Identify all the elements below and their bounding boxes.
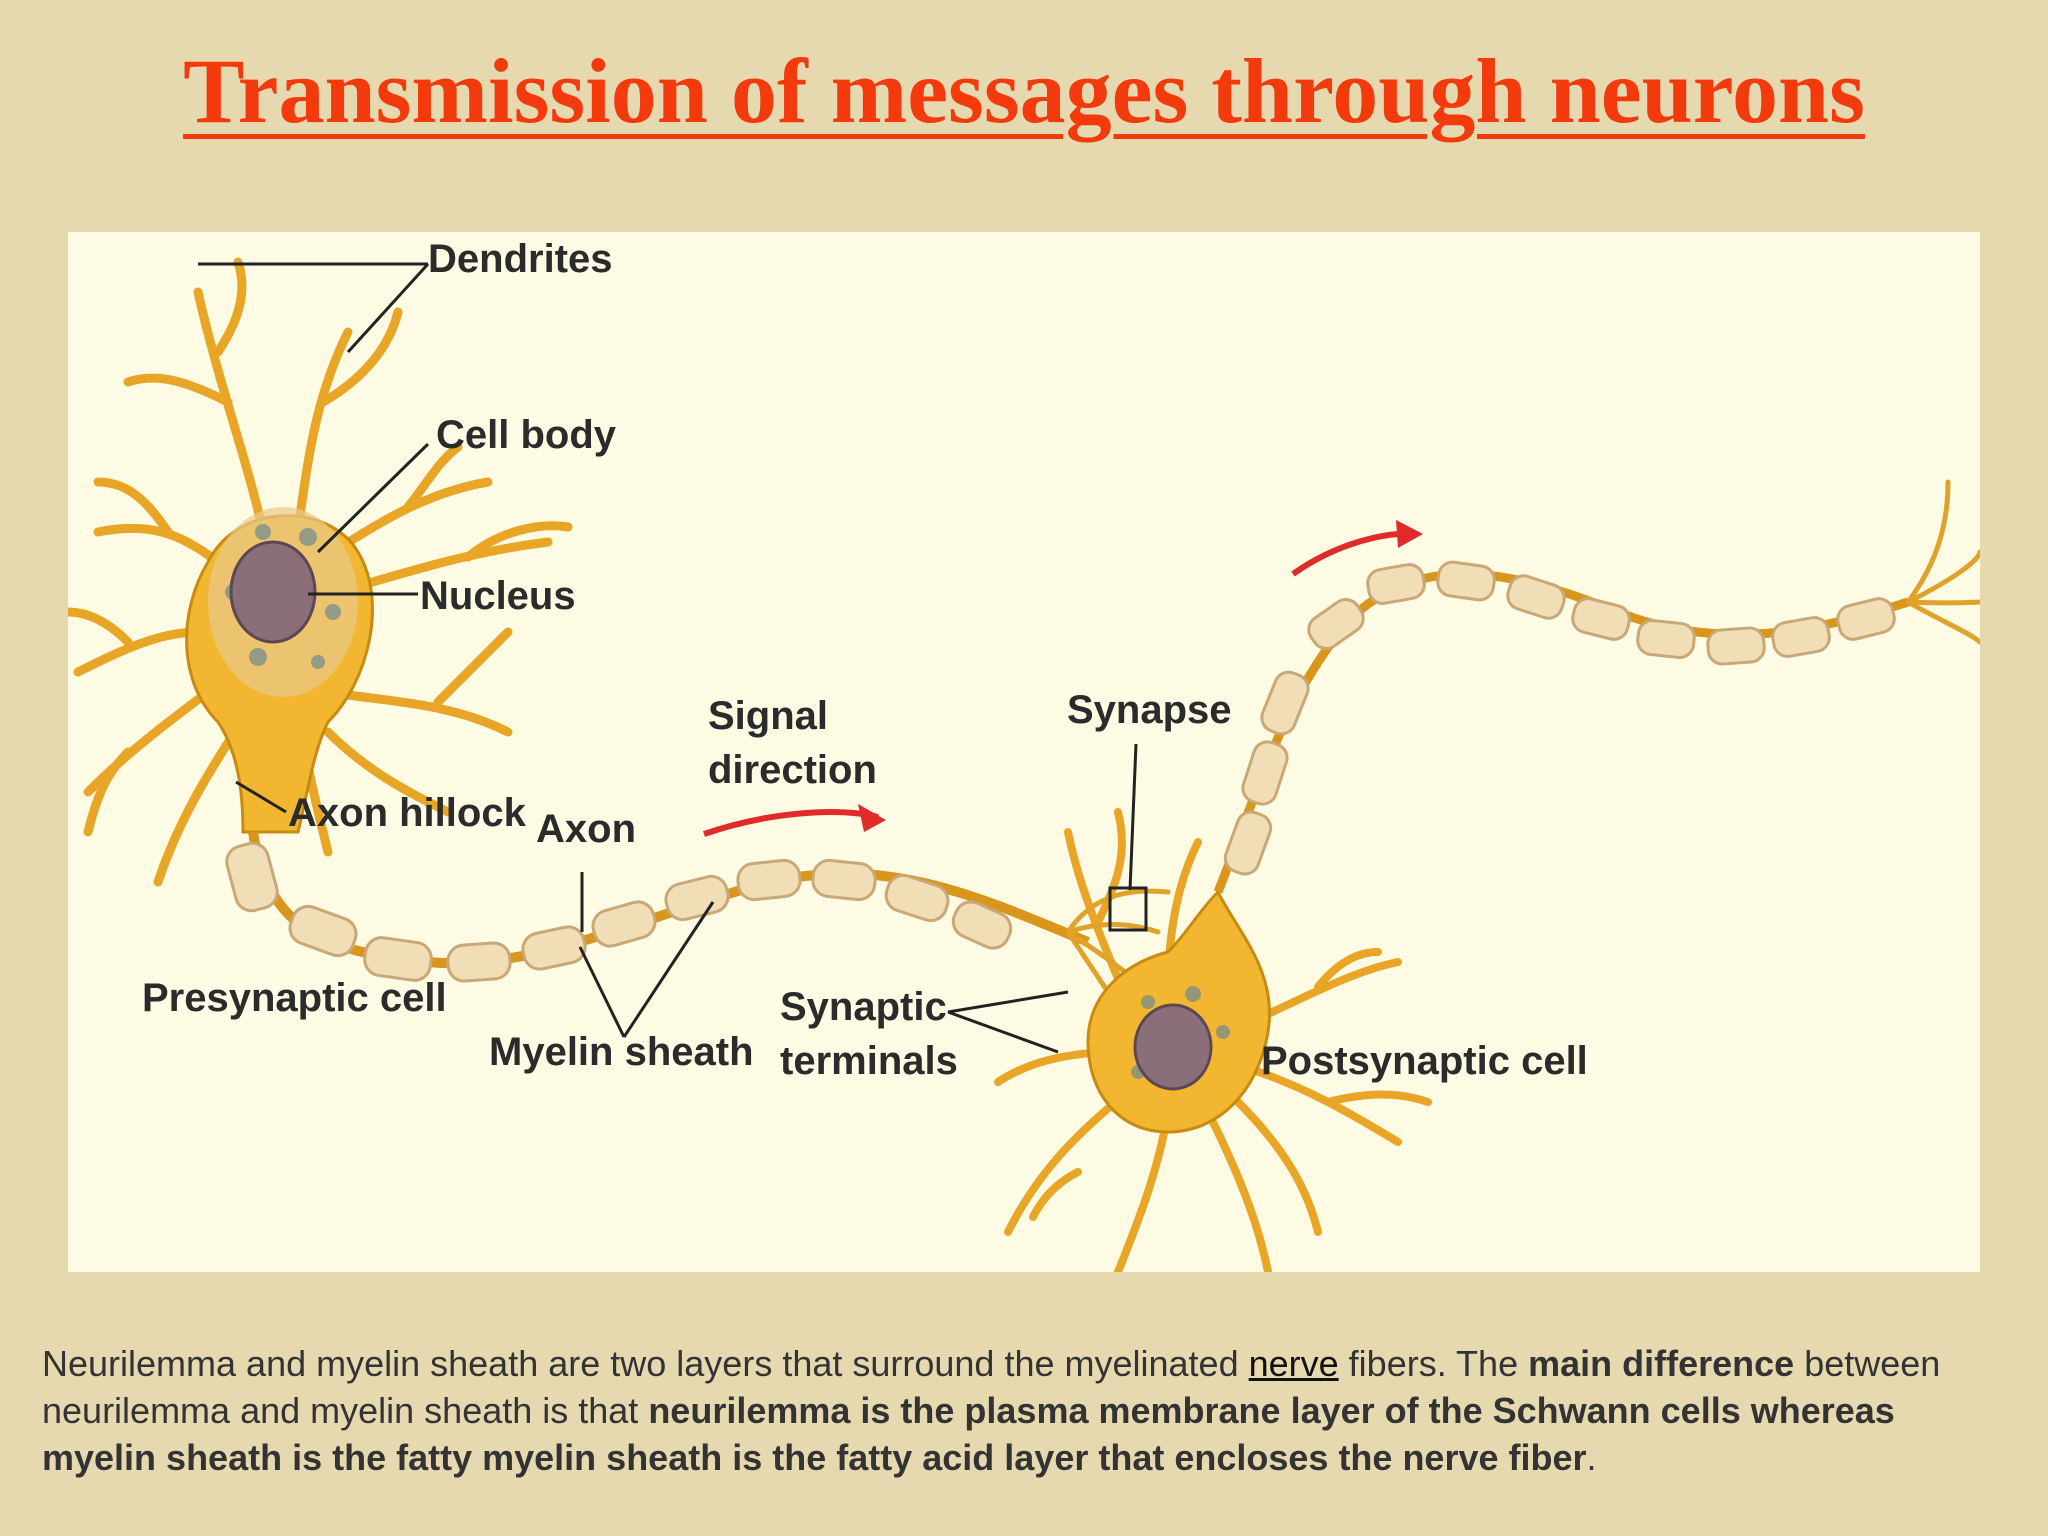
axon-terminal-branches — [1905, 479, 1980, 645]
caption-text-1: Neurilemma and myelin sheath are two lay… — [42, 1343, 1249, 1384]
caption-paragraph: Neurilemma and myelin sheath are two lay… — [42, 1340, 1962, 1481]
label-synapse: Synapse — [1067, 688, 1232, 732]
label-myelin-sheath: Myelin sheath — [489, 1030, 754, 1074]
caption-bold-2: neurilemma is the plasma membrane layer … — [42, 1390, 1895, 1478]
neuron-illustration: Dendrites Cell body Nucleus Axon hillock… — [68, 237, 1980, 1272]
label-signal-direction-1: Signal — [708, 694, 828, 738]
signal-arrow-2 — [1291, 520, 1423, 577]
signal-arrow-1 — [703, 804, 886, 837]
caption-text-2: fibers. The — [1338, 1343, 1529, 1384]
presynaptic-nucleus — [229, 540, 317, 644]
label-postsynaptic-cell: Postsynaptic cell — [1261, 1039, 1588, 1083]
myelin-segments — [225, 841, 1013, 983]
label-synaptic-terminals-1: Synaptic — [780, 985, 947, 1029]
label-axon-hillock: Axon hillock — [288, 791, 527, 835]
caption-text-3: between neurilemma and myelin sheath is … — [42, 1343, 1941, 1431]
caption-text-4: . — [1586, 1437, 1597, 1478]
postsynaptic-myelin-segments — [1223, 560, 1896, 876]
label-signal-direction-2: direction — [708, 748, 877, 792]
postsynaptic-nucleus — [1133, 1003, 1213, 1091]
label-nucleus: Nucleus — [420, 574, 576, 618]
slide-title: Transmission of messages through neurons — [183, 40, 1865, 142]
label-cell-body: Cell body — [436, 413, 617, 457]
nerve-link[interactable]: nerve — [1248, 1343, 1339, 1384]
synapse-box — [1108, 886, 1148, 932]
leader-lines — [198, 262, 1138, 1054]
label-presynaptic-cell: Presynaptic cell — [142, 976, 447, 1020]
neuron-diagram: Dendrites Cell body Nucleus Axon hillock… — [68, 232, 1980, 1272]
label-dendrites: Dendrites — [428, 237, 613, 281]
caption-bold-1: main difference — [1528, 1343, 1795, 1384]
label-axon: Axon — [536, 807, 636, 851]
label-synaptic-terminals-2: terminals — [780, 1039, 958, 1083]
